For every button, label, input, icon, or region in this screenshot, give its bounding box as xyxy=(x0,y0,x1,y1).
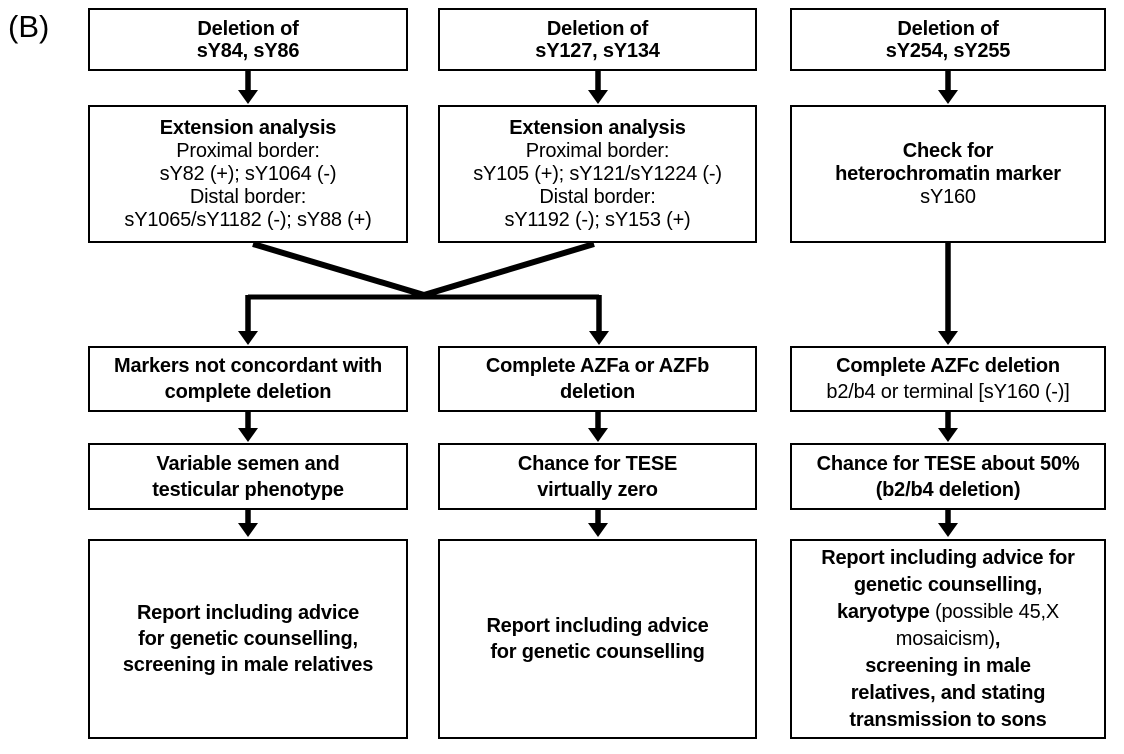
box-text-line: for genetic counselling xyxy=(490,641,705,663)
box-text-line: Distal border: xyxy=(189,185,307,208)
box-text-line: Deletion of xyxy=(897,17,999,40)
box-text-line: Complete AZFa or AZFb xyxy=(485,355,710,377)
box-text-line: transmission to sons xyxy=(849,708,1047,731)
box-text-line: Chance for TESE xyxy=(517,452,678,475)
box-text-line: Extension analysis xyxy=(159,116,337,139)
box-text-line: screening in male relatives xyxy=(122,654,374,676)
box-text-line: sY1192 (-); sY153 (+) xyxy=(504,208,691,231)
box-text-line: Extension analysis xyxy=(509,116,686,139)
box-text-line: Variable semen and xyxy=(156,452,340,475)
box-tese-virtually-zero: Chance for TESE virtually zero xyxy=(438,443,757,510)
box-text-line: relatives, and stating xyxy=(850,681,1046,704)
box-text-line: for genetic counselling, xyxy=(138,628,358,650)
box-text-line: Proximal border: xyxy=(525,139,670,162)
box-text-line: mosaicism), xyxy=(895,627,1001,650)
box-text-line: heterochromatin marker xyxy=(835,162,1061,185)
figure-panel-label: (B) xyxy=(8,9,50,44)
box-text-line: b2/b4 or terminal [sY160 (-)] xyxy=(826,381,1070,403)
box-text-line: sY160 xyxy=(920,185,976,208)
box-complete-azfc: Complete AZFc deletion b2/b4 or terminal … xyxy=(790,346,1106,412)
box-text-line: Report including advice xyxy=(486,615,709,637)
box-text-line: sY82 (+); sY1064 (-) xyxy=(159,162,337,185)
box-text-line: sY254, sY255 xyxy=(885,39,1011,62)
box-text-line: Markers not concordant with xyxy=(114,355,382,377)
box-text-line: genetic counselling, xyxy=(853,573,1043,596)
box-text-line: Check for xyxy=(902,139,994,162)
box-text-line: testicular phenotype xyxy=(152,478,344,501)
box-variable-phenotype: Variable semen and testicular phenotype xyxy=(88,443,408,510)
box-text-line: sY127, sY134 xyxy=(535,39,660,62)
box-report-azfa: Report including advice for genetic couns… xyxy=(88,539,408,739)
box-text-line: Deletion of xyxy=(546,17,649,40)
box-text-line: Proximal border: xyxy=(176,139,320,162)
box-text-line: sY1065/sY1182 (-); sY88 (+) xyxy=(124,208,372,231)
box-tese-about-50: Chance for TESE about 50% (b2/b4 deletion… xyxy=(790,443,1106,510)
box-text-line: complete deletion xyxy=(164,381,332,403)
box-report-azfc: Report including advice for genetic couns… xyxy=(790,539,1106,739)
box-text-line: Chance for TESE about 50% xyxy=(816,452,1080,475)
box-text-line: virtually zero xyxy=(537,478,658,501)
box-report-azfb: Report including advice for genetic couns… xyxy=(438,539,757,739)
box-text-line: Complete AZFc deletion xyxy=(836,355,1060,377)
box-text-line: sY105 (+); sY121/sY1224 (-) xyxy=(473,162,722,185)
box-markers-not-concordant: Markers not concordant with complete dele… xyxy=(88,346,408,412)
box-text-line: Deletion of xyxy=(197,17,299,40)
box-text-line: sY84, sY86 xyxy=(196,39,300,62)
box-text-line: Report including advice for xyxy=(821,546,1075,569)
box-text-line: Report including advice xyxy=(136,602,360,624)
box-text-line: Distal border: xyxy=(539,185,656,208)
box-complete-azfa-azfb: Complete AZFa or AZFb deletion xyxy=(438,346,757,412)
box-text-line: karyotype (possible 45,X xyxy=(836,600,1059,623)
box-text-line: screening in male xyxy=(865,654,1031,677)
box-text-line: (b2/b4 deletion) xyxy=(875,478,1021,501)
box-text-line: deletion xyxy=(559,381,636,403)
